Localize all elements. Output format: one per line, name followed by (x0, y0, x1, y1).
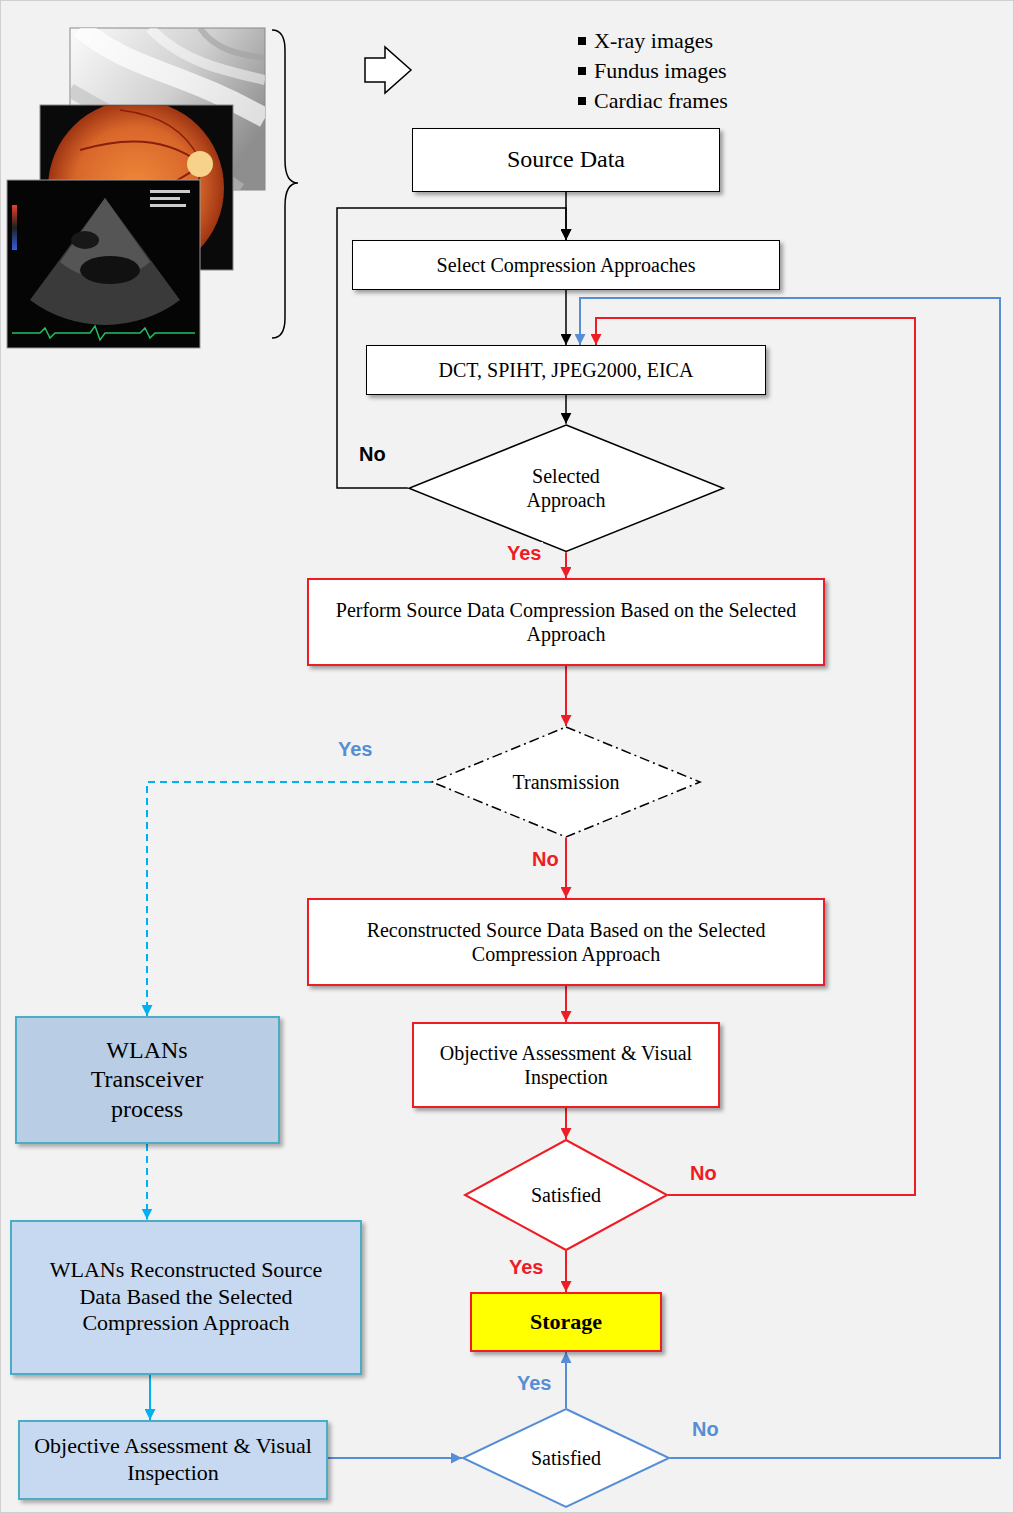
edge-label: No (530, 848, 561, 870)
flow-arrow (328, 1457, 462, 1459)
diamond-shape (463, 1409, 669, 1507)
flow-arrow (565, 666, 567, 726)
process-box: Reconstructed Source Data Based on the S… (307, 898, 825, 986)
decision-diamond: Satisfied (464, 1139, 668, 1251)
process-box: DCT, SPIHT, JPEG2000, EICA (366, 345, 766, 395)
flow-arrow (146, 1144, 148, 1220)
flow-arrow (565, 986, 567, 1022)
flow-arrow (565, 1251, 567, 1292)
flow-arrow (565, 1108, 567, 1139)
diamond-shape (409, 425, 723, 552)
node-text: WLANs Transceiver process (67, 1036, 227, 1124)
edge-label: Yes (505, 542, 543, 564)
process-box: WLANs Transceiver process (15, 1016, 280, 1144)
decision-diamond: Transmission (431, 726, 701, 838)
edge-label: Yes (336, 738, 374, 760)
bullet-square (578, 37, 586, 45)
node-text: Objective Assessment & Visual Inspection (428, 1041, 704, 1090)
image-type-label: Cardiac frames (594, 86, 728, 116)
edge-label: Yes (507, 1256, 545, 1278)
process-box: Objective Assessment & Visual Inspection (412, 1022, 720, 1108)
bullet-square (578, 97, 586, 105)
flow-arrow (565, 290, 567, 345)
curly-bracket (272, 30, 298, 338)
flow-arrow (565, 552, 567, 578)
node-text: WLANs Reconstructed Source Data Based th… (46, 1257, 326, 1337)
flow-arrow (565, 838, 567, 898)
decision-diamond: Satisfied (462, 1408, 670, 1508)
image-type-label: Fundus images (594, 56, 727, 86)
process-box: Perform Source Data Compression Based on… (307, 578, 825, 666)
decision-diamond: Selected Approach (408, 424, 724, 553)
node-text: Transmission (512, 770, 619, 794)
process-box: Select Compression Approaches (352, 240, 780, 290)
node-text: Objective Assessment & Visual Inspection (34, 1433, 312, 1487)
node-text: Satisfied (531, 1446, 601, 1470)
storage-box: Storage (470, 1292, 662, 1352)
node-text: Reconstructed Source Data Based on the S… (323, 918, 809, 967)
node-text: Source Data (507, 145, 625, 174)
node-text: Perform Source Data Compression Based on… (323, 598, 809, 647)
diamond-outline (408, 424, 724, 553)
node-text: Selected Approach (499, 464, 632, 513)
edge-label: No (690, 1418, 721, 1440)
diamond-shape (465, 1140, 667, 1250)
flow-arrow (149, 1375, 151, 1421)
flow-arrow (565, 1352, 567, 1408)
edge-label: No (688, 1162, 719, 1184)
flow-arrow (565, 395, 567, 424)
hollow-arrow (365, 47, 411, 93)
bullet-square (578, 67, 586, 75)
diamond-shape (432, 727, 700, 837)
node-text: Storage (530, 1309, 602, 1336)
echo-image (7, 180, 200, 348)
image-type-label: X-ray images (594, 26, 713, 56)
source-box: Source Data (412, 128, 720, 192)
node-text: DCT, SPIHT, JPEG2000, EICA (439, 358, 694, 382)
process-box: Objective Assessment & Visual Inspection (18, 1420, 328, 1500)
node-text: Satisfied (531, 1183, 601, 1207)
process-box: WLANs Reconstructed Source Data Based th… (10, 1220, 362, 1375)
edge-label: Yes (515, 1372, 553, 1394)
edge-label: No (357, 443, 388, 465)
node-text: Select Compression Approaches (437, 253, 696, 277)
